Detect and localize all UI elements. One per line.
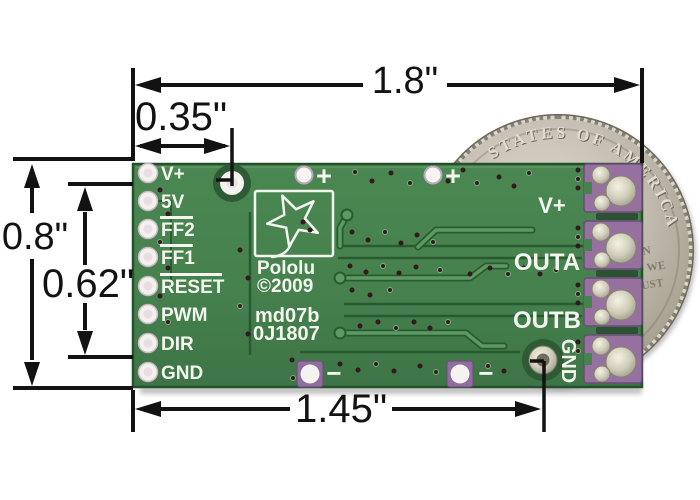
pin-hole [137, 190, 159, 212]
pcb-pour-outlines [157, 200, 588, 355]
dimension-lines [13, 68, 644, 432]
dim-width-label: 1.8" [372, 60, 438, 102]
brand-text: Pololu [257, 258, 315, 279]
copyright-text: ©2009 [257, 276, 313, 297]
terminal-solder-pad [583, 277, 643, 327]
plus-mark: + [316, 161, 332, 191]
minus-mark: − [478, 358, 493, 388]
dim-hole-x-label: 0.35" [135, 95, 227, 139]
pin-label-reset: RESET [161, 277, 225, 298]
dimension-arrowheads [24, 77, 640, 417]
overline-ff1 [160, 244, 193, 247]
terminal-solder-pad [583, 334, 643, 384]
pin-label-vplus: V+ [161, 164, 185, 185]
pin-hole [137, 275, 159, 297]
pin-hole [137, 361, 159, 383]
terminal-slot [596, 213, 638, 220]
dimension-labels: 1.8" 0.35" 0.8" 0.62" 1.45" [2, 60, 438, 431]
dim-bottom-label: 1.45" [295, 387, 387, 431]
terminal-slot [596, 270, 638, 277]
pin-label-gnd: GND [161, 363, 203, 384]
pin-hole [137, 332, 159, 354]
power-plus-holes: + + [294, 161, 461, 191]
dim-height-label: 0.8" [2, 216, 68, 258]
label-vplus-out: V+ [538, 193, 566, 218]
output-labels: V+ OUTA OUTB GND [513, 193, 581, 383]
pin-label-5v: 5V [161, 192, 185, 213]
label-gnd-out: GND [557, 339, 579, 383]
pin-label-ff2: FF2 [161, 220, 195, 241]
via [300, 219, 306, 225]
label-outb: OUTB [513, 307, 581, 334]
pin-hole [137, 246, 159, 268]
minus-mark: − [326, 358, 341, 388]
model-text: md07b [255, 305, 319, 327]
board-shadow [140, 386, 642, 394]
left-pin-header [137, 162, 159, 383]
plus-mark: + [445, 161, 461, 191]
pcb-traces [333, 208, 536, 350]
label-outa: OUTA [514, 249, 580, 276]
dim-hole-y-label: 0.62" [42, 262, 134, 306]
pin-label-dir: DIR [161, 334, 194, 355]
terminal-solder-pad [583, 220, 643, 270]
coin-motto-line3: UST [641, 277, 665, 292]
pin-label-pwm: PWM [161, 305, 207, 326]
terminal-slot [596, 327, 638, 334]
pin-labels: V+ 5V FF2 FF1 RESET PWM DIR GND [160, 164, 225, 384]
overline-reset [160, 273, 222, 276]
terminal-pads [583, 163, 643, 384]
pololu-logo [253, 189, 335, 259]
power-minus-holes: − − [296, 358, 494, 388]
pin-hole [137, 303, 159, 325]
pin-hole [137, 162, 159, 184]
terminal-solder-pad [583, 163, 643, 213]
pin-hole [137, 218, 159, 240]
overline-ff2 [160, 216, 193, 219]
serial-text: 0J1807 [253, 323, 320, 345]
pin-label-ff1: FF1 [161, 248, 195, 269]
silkscreen-text: Pololu ©2009 md07b 0J1807 [253, 258, 320, 345]
via [307, 227, 313, 233]
